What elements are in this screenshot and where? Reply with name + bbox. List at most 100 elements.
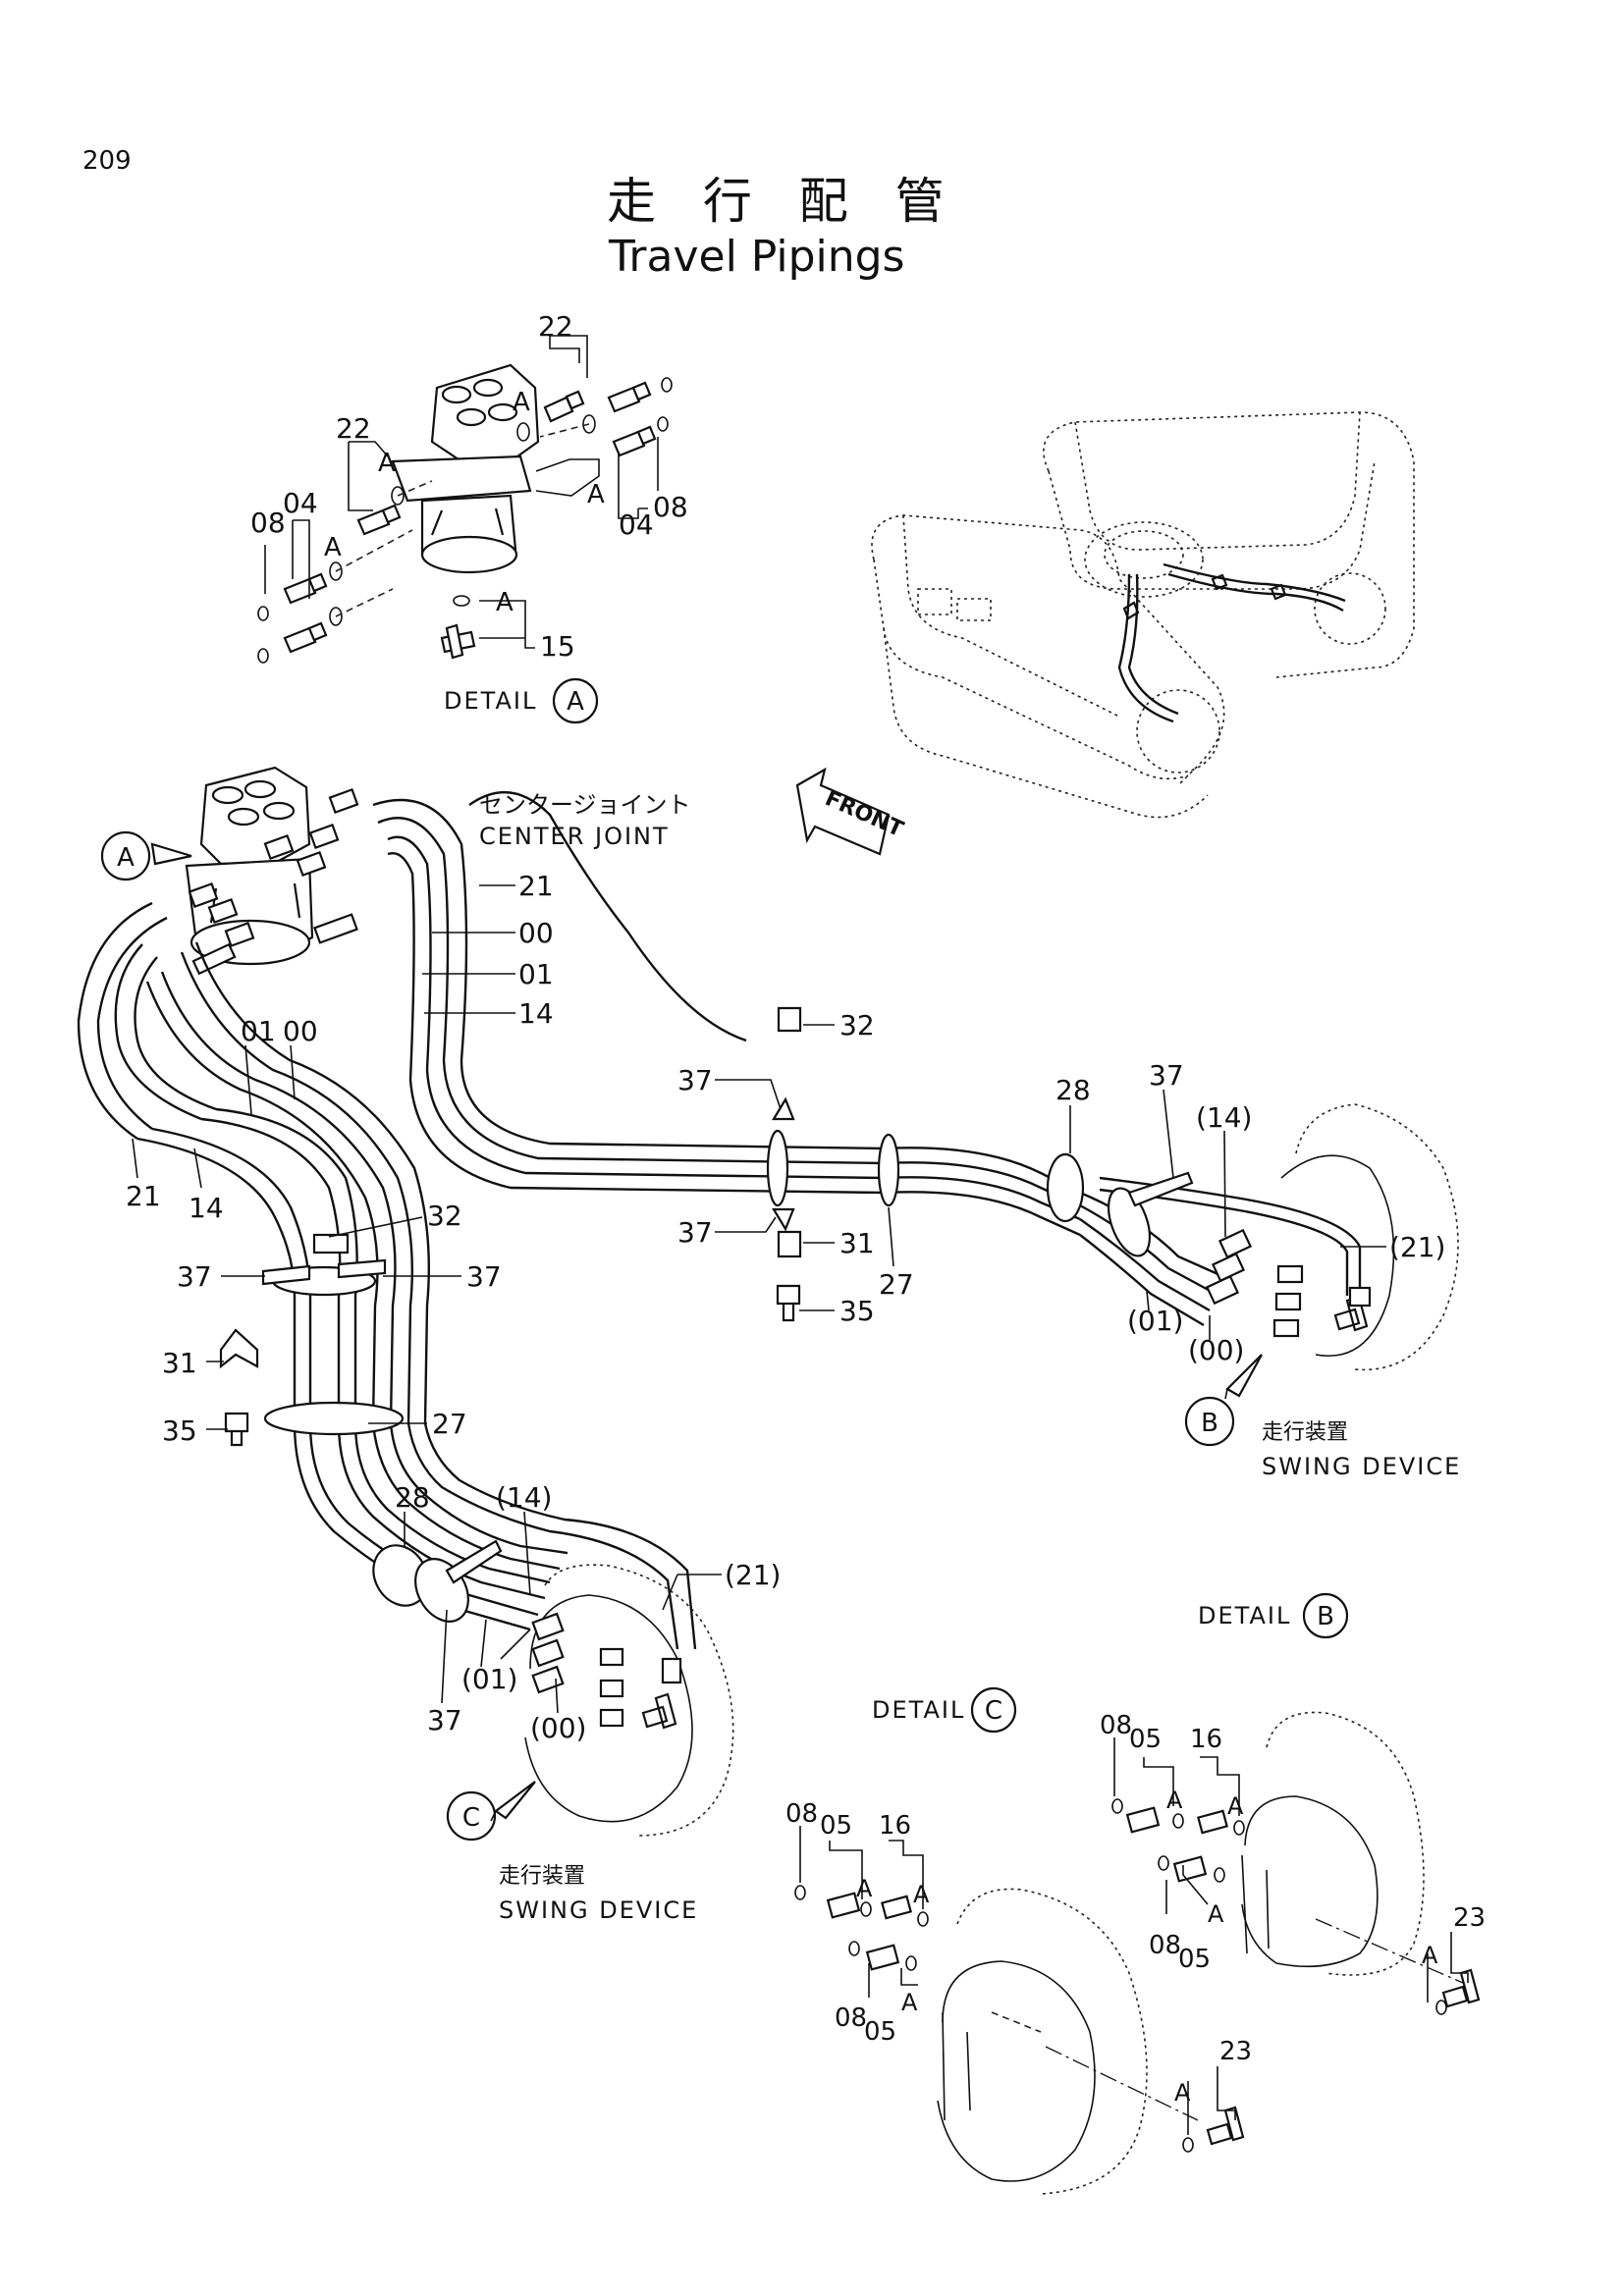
label-part-15: 15	[540, 630, 575, 663]
label-letter-a: A	[901, 1989, 918, 2016]
label-part-22: 22	[336, 412, 371, 445]
swing-device-en: SWING DEVICE	[1262, 1453, 1461, 1480]
label-part-14-ref: (14)	[496, 1481, 552, 1514]
label-part-01-ref: (01)	[1127, 1305, 1183, 1337]
detail-a-labels: 22 22 04 04 08 08 15 A A A A A	[250, 310, 688, 663]
label-letter-a: A	[513, 388, 530, 417]
detail-a-circle	[552, 677, 599, 724]
label-letter-a: A	[913, 1881, 930, 1908]
swing-device-jp: 走行装置	[499, 1864, 585, 1889]
center-joint-en: CENTER JOINT	[479, 823, 670, 850]
label-part-21-ref: (21)	[1389, 1231, 1445, 1263]
label-part-37: 37	[677, 1216, 713, 1249]
swing-device-en: SWING DEVICE	[499, 1896, 698, 1924]
main-leaders	[132, 884, 1386, 1714]
page-number: 209	[82, 146, 132, 176]
travel-motor-lower	[524, 1564, 734, 1837]
label-part-31: 31	[839, 1227, 875, 1259]
label-letter-a: A	[496, 588, 514, 617]
label-part-05: 05	[864, 2017, 896, 2047]
detail-a-drawing	[257, 335, 673, 664]
hose-bundle	[77, 791, 1362, 1650]
label-part-05: 05	[1129, 1725, 1162, 1754]
label-part-21: 21	[518, 870, 554, 902]
label-letter-a: A	[1227, 1792, 1244, 1820]
label-letter-a: A	[587, 480, 605, 509]
label-part-27: 27	[879, 1268, 914, 1301]
label-part-14: 14	[189, 1192, 224, 1224]
label-part-16: 16	[879, 1811, 911, 1841]
label-part-37: 37	[677, 1064, 713, 1096]
label-part-37: 37	[466, 1260, 502, 1293]
detail-a-title: DETAIL	[444, 687, 537, 715]
detail-b-letter: B	[1317, 1602, 1334, 1631]
detail-a-letter: A	[567, 687, 584, 717]
label-letter-a: A	[856, 1875, 873, 1902]
marker-a-arrow	[150, 842, 192, 866]
label-letter-a: A	[1166, 1787, 1183, 1814]
label-letter-a: A	[1422, 1942, 1438, 1969]
label-part-35: 35	[162, 1415, 197, 1447]
marker-a-letter: A	[117, 843, 135, 873]
label-part-32: 32	[427, 1200, 462, 1232]
label-part-28: 28	[1055, 1074, 1091, 1106]
label-part-08: 08	[835, 2003, 867, 2033]
label-part-16: 16	[1190, 1725, 1222, 1754]
label-part-00-ref: (00)	[1188, 1334, 1244, 1366]
detail-b-drawing	[1111, 1711, 1481, 2015]
label-part-08: 08	[653, 491, 688, 523]
swing-device-jp: 走行装置	[1262, 1420, 1348, 1445]
main-labels: 21 00 01 14 01 00 21 14 32 37 37 31 35 2…	[126, 870, 1445, 1744]
label-part-27: 27	[432, 1408, 467, 1440]
detail-c-caption: DETAIL C	[872, 1686, 1017, 1734]
label-part-00: 00	[283, 1015, 318, 1047]
label-part-08: 08	[785, 1799, 818, 1829]
label-part-05: 05	[1178, 1945, 1211, 1974]
label-part-04: 04	[283, 487, 318, 519]
center-joint-caption: センタージョイント CENTER JOINT	[479, 791, 691, 850]
swing-device-caption-right: 走行装置 SWING DEVICE	[1262, 1420, 1461, 1480]
label-part-32: 32	[839, 1009, 875, 1041]
label-part-08: 08	[1149, 1931, 1181, 1960]
detail-c-title: DETAIL	[872, 1696, 965, 1724]
label-part-05: 05	[820, 1811, 852, 1841]
detail-c-labels: 08 05 16 08 05 23 A A A A	[785, 1799, 1252, 2107]
label-part-00-ref: (00)	[530, 1712, 586, 1744]
label-part-14: 14	[518, 997, 554, 1030]
hose-clamps	[219, 1006, 1194, 1623]
front-arrow: FRONT	[795, 767, 906, 856]
detail-a-caption: DETAIL A	[444, 677, 599, 724]
travel-motor-right	[1205, 1103, 1459, 1371]
detail-c-drawing	[794, 1826, 1245, 2195]
label-part-04: 04	[619, 508, 654, 541]
marker-a: A	[100, 830, 151, 881]
label-letter-a: A	[1174, 2079, 1191, 2107]
label-part-21-ref: (21)	[725, 1559, 781, 1591]
marker-c: C	[446, 1790, 497, 1842]
label-part-01: 01	[518, 958, 554, 990]
label-part-21: 21	[126, 1180, 161, 1212]
undercarriage-overview	[871, 411, 1415, 819]
label-part-23: 23	[1219, 2037, 1252, 2066]
detail-b-caption: DETAIL B	[1198, 1592, 1349, 1639]
center-joint-jp: センタージョイント	[479, 791, 691, 819]
swing-device-caption-lower: 走行装置 SWING DEVICE	[499, 1864, 698, 1924]
label-part-37: 37	[427, 1704, 462, 1736]
marker-b: B	[1184, 1396, 1235, 1447]
label-part-01: 01	[241, 1015, 276, 1047]
label-letter-a: A	[1208, 1900, 1224, 1928]
detail-c-letter: C	[985, 1696, 1002, 1726]
label-letter-a: A	[324, 533, 342, 562]
label-part-00: 00	[518, 917, 554, 949]
marker-b-arrow	[1225, 1354, 1263, 1398]
title-english: Travel Pipings	[608, 232, 904, 282]
label-part-28: 28	[395, 1481, 430, 1514]
detail-b-labels: 08 05 16 08 05 23 A A A A	[1100, 1711, 1486, 1974]
marker-c-arrow	[494, 1781, 536, 1820]
label-letter-a: A	[378, 449, 396, 478]
label-part-22: 22	[538, 310, 573, 343]
marker-c-letter: C	[462, 1803, 480, 1833]
title-japanese: 走 行 配 管	[607, 173, 960, 230]
label-part-14-ref: (14)	[1196, 1101, 1252, 1134]
